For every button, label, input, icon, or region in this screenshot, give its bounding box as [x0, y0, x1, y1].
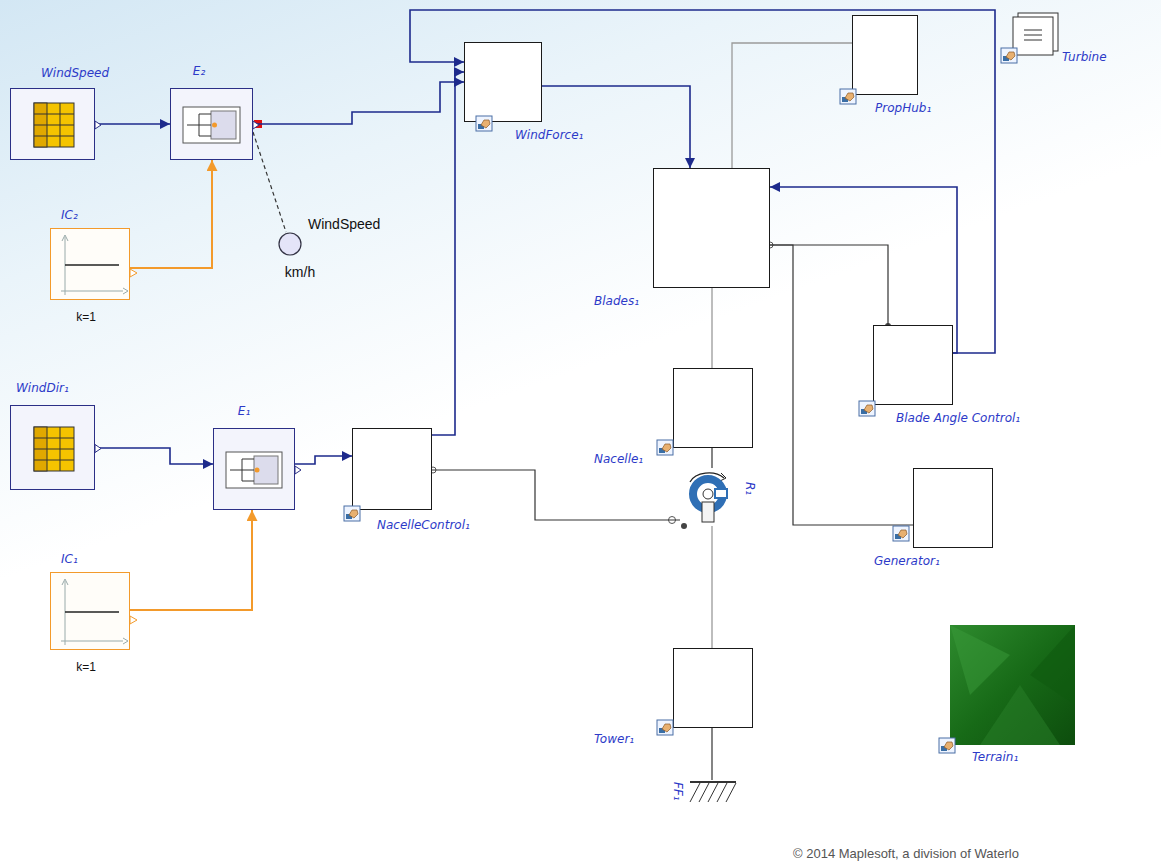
connector-line	[711, 288, 712, 368]
subsystem-box: NacelleControl₁	[352, 428, 432, 510]
subsystem-icon	[656, 719, 674, 737]
connector-line	[253, 132, 286, 232]
exp-symbol	[214, 429, 294, 509]
component-label: Terrain₁	[972, 749, 1018, 765]
subsystem-icon	[938, 737, 956, 755]
subsystem-icon-holder	[839, 88, 857, 106]
subsystem-icon	[892, 525, 910, 543]
probe-symbol	[278, 232, 302, 256]
subsystem-icon	[858, 400, 876, 418]
subsystem-box: WindForce₁	[464, 42, 542, 122]
copyright-note: © 2014 Maplesoft, a division of Waterlo	[793, 846, 1019, 861]
subsystem-box: Nacelle₁	[673, 368, 753, 448]
component-label: IC₂	[61, 207, 78, 223]
constant-source: IC₁k=1	[50, 572, 130, 650]
component-label: WindForce₁	[515, 127, 583, 143]
subsystem-icon-holder	[343, 505, 361, 523]
subsystem-icon-holder	[656, 719, 674, 737]
connector-line	[711, 448, 712, 468]
ic-symbol	[51, 573, 129, 649]
signal-wire	[95, 448, 213, 464]
subsystem-icon	[1000, 47, 1018, 65]
fixed-frame: FF₁	[690, 780, 736, 820]
component-label: WindSpeed	[41, 65, 109, 81]
ic-symbol	[51, 229, 129, 299]
lookup-table: WindDir₁	[10, 405, 95, 490]
component-label: NacelleControl₁	[377, 517, 470, 533]
parameter-text: k=1	[76, 659, 96, 675]
subsystem-box: Generator₁	[913, 468, 993, 548]
signal-wire	[295, 456, 352, 464]
subsystem-box: Blades₁	[653, 168, 770, 288]
table-symbol	[11, 406, 94, 489]
component-label: Blades₁	[594, 293, 639, 309]
signal-wire	[410, 10, 995, 353]
terrain-block: Terrain₁	[950, 625, 1075, 745]
rev-symbol	[680, 468, 736, 526]
signal-wire	[432, 72, 464, 435]
signal-wire	[542, 86, 690, 168]
component-label: Nacelle₁	[594, 451, 643, 467]
connector-line	[432, 470, 680, 520]
probe-circle: WindSpeedkm/h	[278, 232, 302, 256]
component-label: WindDir₁	[16, 380, 69, 396]
connector-line	[732, 43, 852, 168]
parameter-text: k=1	[76, 309, 96, 325]
parameter-wire	[130, 510, 252, 610]
component-label: Blade Angle Control₁	[896, 410, 1020, 426]
component-label: Turbine	[1062, 49, 1107, 65]
ground-symbol	[690, 780, 736, 820]
expression-block: E₁	[213, 428, 295, 510]
connector-line	[711, 728, 712, 780]
component-label: E₁	[238, 403, 250, 419]
subsystem-icon	[475, 115, 493, 133]
parameter-text: km/h	[285, 264, 315, 280]
revolute-joint: R₁	[680, 468, 736, 526]
component-label: Tower₁	[594, 731, 634, 747]
subsystem-icon-holder	[892, 525, 910, 543]
subsystem-icon-holder	[858, 400, 876, 418]
subsystem-box: Tower₁	[673, 648, 753, 728]
signal-wire	[253, 82, 464, 124]
subsystem-icon	[343, 505, 361, 523]
subsystem-icon	[656, 439, 674, 457]
component-label: E₂	[193, 63, 205, 79]
expression-block: E₂	[170, 88, 253, 160]
connector-line	[770, 245, 888, 325]
terrain-symbol	[950, 625, 1075, 745]
subsystem-icon-holder	[1000, 47, 1018, 65]
signal-wire	[95, 123, 170, 125]
subsystem-box: Blade Angle Control₁	[873, 325, 953, 405]
subsystem-icon-holder	[938, 737, 956, 755]
component-label: FF₁	[670, 782, 686, 801]
subsystem-box: PropHub₁	[852, 15, 918, 95]
component-label: Generator₁	[874, 553, 940, 569]
constant-source: IC₂k=1	[50, 228, 130, 300]
parameter-wire	[130, 160, 212, 268]
lookup-table: WindSpeed	[10, 88, 95, 160]
component-label: PropHub₁	[875, 100, 931, 116]
subsystem-icon-holder	[475, 115, 493, 133]
table-symbol	[11, 89, 94, 159]
component-label: IC₁	[61, 551, 78, 567]
document-icon: Turbine	[1010, 13, 1058, 55]
connector-line	[711, 526, 712, 648]
subsystem-icon	[839, 88, 857, 106]
subsystem-icon-holder	[656, 439, 674, 457]
exp-symbol	[171, 89, 252, 159]
parameter-text: WindSpeed	[308, 216, 380, 232]
component-label: R₁	[742, 482, 758, 495]
